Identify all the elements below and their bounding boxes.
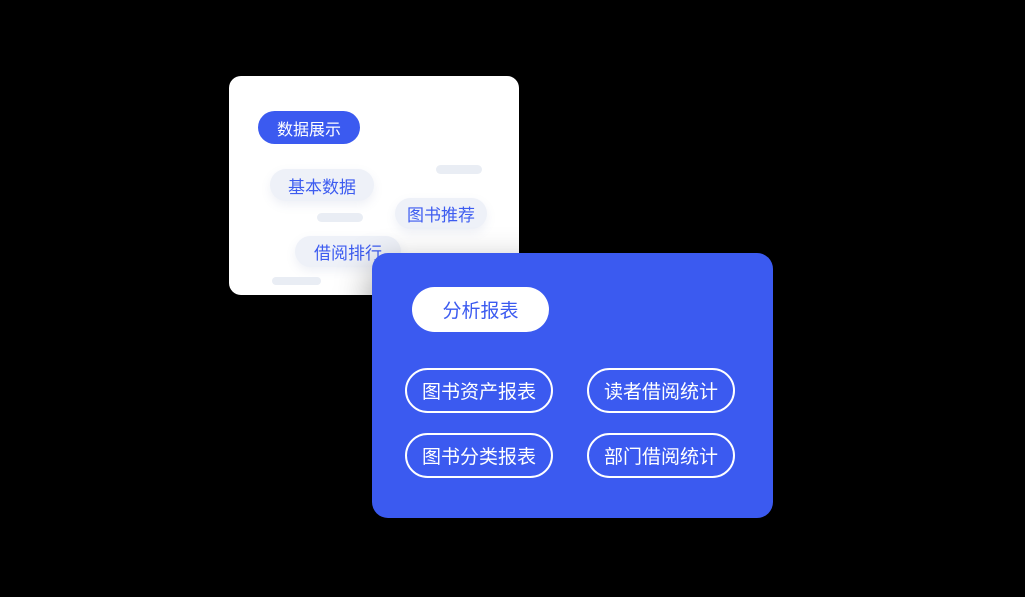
analysis-report-title-badge[interactable]: 分析报表 xyxy=(412,287,549,332)
chip-department-borrow-stats[interactable]: 部门借阅统计 xyxy=(587,433,735,478)
data-display-title-badge[interactable]: 数据展示 xyxy=(258,111,360,144)
chip-basic-data[interactable]: 基本数据 xyxy=(270,169,374,201)
placeholder-dash xyxy=(272,277,321,285)
placeholder-dash xyxy=(436,165,482,174)
data-display-card: 数据展示 基本数据 图书推荐 借阅排行 xyxy=(229,76,519,295)
placeholder-dash xyxy=(317,213,363,222)
chip-book-recommendation[interactable]: 图书推荐 xyxy=(395,198,487,229)
chip-reader-borrow-stats[interactable]: 读者借阅统计 xyxy=(587,368,735,413)
analysis-report-card: 分析报表 图书资产报表 读者借阅统计 图书分类报表 部门借阅统计 xyxy=(372,253,773,518)
chip-book-asset-report[interactable]: 图书资产报表 xyxy=(405,368,553,413)
chip-book-category-report[interactable]: 图书分类报表 xyxy=(405,433,553,478)
